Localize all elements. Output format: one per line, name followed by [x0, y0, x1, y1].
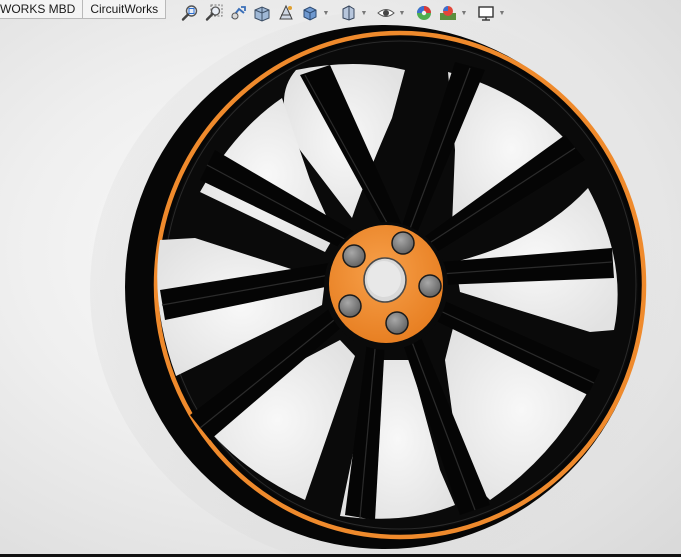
center-bore-inner	[367, 261, 401, 297]
hide-show-items-dropdown[interactable]: ▼	[398, 9, 406, 17]
edit-appearance-icon[interactable]	[412, 2, 436, 24]
viewport-bottom-edge	[0, 554, 681, 557]
previous-view-icon[interactable]	[226, 2, 250, 24]
view-settings-dropdown[interactable]: ▼	[498, 9, 506, 17]
command-manager-tabs: WORKS MBD CircuitWorks	[0, 0, 167, 20]
view-orientation-dropdown[interactable]: ▼	[322, 9, 330, 17]
view-settings-icon[interactable]	[474, 2, 498, 24]
zoom-to-fit-icon[interactable]	[178, 2, 202, 24]
rim-accent-stripe	[153, 30, 647, 540]
display-style-dropdown[interactable]: ▼	[360, 9, 368, 17]
zoom-to-area-icon[interactable]	[202, 2, 226, 24]
tab-solidworks-mbd[interactable]: WORKS MBD	[0, 0, 84, 19]
apply-scene-dropdown[interactable]: ▼	[460, 9, 468, 17]
dynamic-annotation-views-icon[interactable]	[274, 2, 298, 24]
view-orientation-icon[interactable]	[298, 2, 322, 24]
display-style-icon[interactable]	[336, 2, 360, 24]
section-view-icon[interactable]	[250, 2, 274, 24]
tab-circuitworks[interactable]: CircuitWorks	[83, 0, 167, 19]
lug-nuts	[338, 231, 442, 335]
hide-show-items-icon[interactable]	[374, 2, 398, 24]
apply-scene-icon[interactable]	[436, 2, 460, 24]
spoke-highlights	[161, 67, 613, 519]
heads-up-view-toolbar: ▼ ▼ ▼ ▼ ▼	[178, 1, 512, 25]
